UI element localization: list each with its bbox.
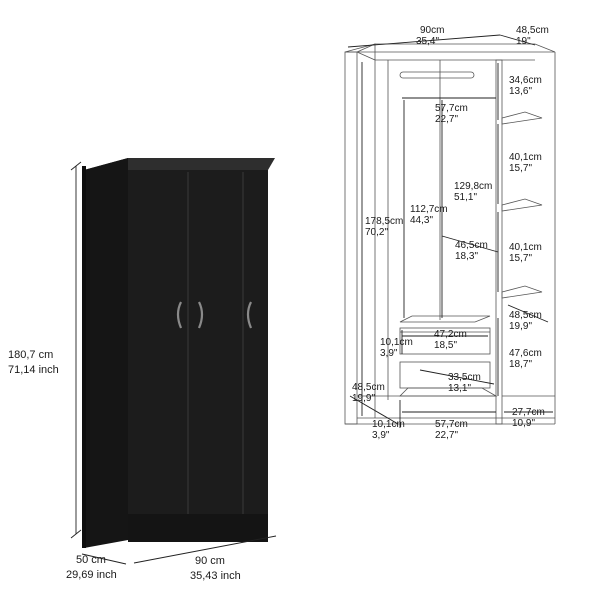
left-depth-dimension [81, 553, 127, 565]
drawer-width-in: 18,5" [434, 340, 457, 351]
rod-drop-in: 13,6" [509, 86, 532, 97]
left-height-in: 71,14 inch [8, 364, 59, 376]
inner-depth-in: 18,3" [455, 251, 478, 262]
top-width-in: 35,4" [416, 36, 439, 47]
drawer-width-cm: 47,2cm [434, 329, 467, 340]
cabinet-plinth [128, 514, 268, 542]
total-height-in: 70,2" [365, 227, 388, 238]
drawer-height1-cm: 10,1cm [380, 337, 413, 348]
door-handle-icon [176, 301, 183, 329]
left-height-dimension [70, 161, 82, 539]
top-width-cm: 90cm [420, 25, 444, 36]
hang-width-cm: 57,7cm [435, 103, 468, 114]
bottom-side-cm: 27,7cm [512, 407, 545, 418]
left-width-cm: 90 cm [195, 555, 225, 567]
top-depth-in: 19" [516, 36, 531, 47]
left-depth-in: 29,69 inch [66, 569, 117, 581]
hang-height-cm: 129,8cm [454, 181, 492, 192]
shelf-depth-in: 19,9" [509, 321, 532, 332]
inner-depth-cm: 46,5cm [455, 240, 488, 251]
cabinet-top-face [84, 158, 275, 170]
left-height-cm: 180,7 cm [8, 349, 53, 361]
side-depth-in: 19,9" [352, 393, 375, 404]
right-shelf [501, 198, 543, 212]
rod-drop-cm: 34,6cm [509, 75, 542, 86]
inner-height-in: 44,3" [410, 215, 433, 226]
bottom-width-in: 22,7" [435, 430, 458, 441]
shelf1-in: 15,7" [509, 163, 532, 174]
left-width-dimension [133, 535, 277, 564]
hang-height-in: 51,1" [454, 192, 477, 203]
total-height-cm: 178,5cm [365, 216, 403, 227]
side-depth-cm: 48,5cm [352, 382, 385, 393]
drawer-height1-in: 3,9" [380, 348, 398, 359]
right-dimension-lines [347, 34, 553, 428]
cabinet-front-face [128, 170, 268, 542]
left-width-in: 35,43 inch [190, 570, 241, 582]
inner-height-cm: 112,7cm [410, 204, 448, 215]
hang-width-in: 22,7" [435, 114, 458, 125]
left-depth-cm: 50 cm [76, 554, 106, 566]
right-shelf [501, 111, 543, 125]
drawer-depth-cm: 33,5cm [448, 372, 481, 383]
shelf1-cm: 40,1cm [509, 152, 542, 163]
right-shelf [501, 285, 543, 299]
door-handle-icon [197, 301, 204, 329]
wardrobe-photo [82, 158, 275, 548]
drawer-upper [399, 327, 491, 355]
lower-section-in: 18,7" [509, 359, 532, 370]
drawer-height2-cm: 10,1cm [372, 419, 405, 430]
cabinet-side-face [84, 158, 128, 548]
bottom-width-cm: 57,7cm [435, 419, 468, 430]
top-depth-cm: 48,5cm [516, 25, 549, 36]
shelf2-cm: 40,1cm [509, 242, 542, 253]
shelf2-in: 15,7" [509, 253, 532, 264]
wardrobe-line-drawing [344, 43, 556, 425]
drawer-height2-in: 3,9" [372, 430, 390, 441]
door-handle-icon [246, 301, 253, 329]
hanging-rod [399, 71, 475, 79]
lower-section-cm: 47,6cm [509, 348, 542, 359]
bottom-side-in: 10,9" [512, 418, 535, 429]
center-divider [495, 59, 503, 425]
drawer-depth-in: 13,1" [448, 383, 471, 394]
shelf-depth-cm: 48,5cm [509, 310, 542, 321]
